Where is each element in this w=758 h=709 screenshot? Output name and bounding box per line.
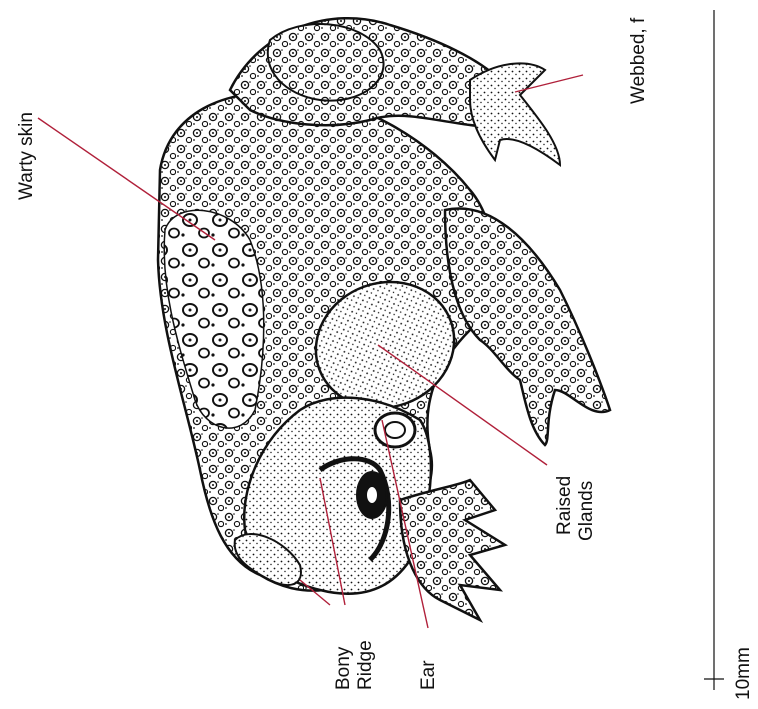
label-raised-glands-line2: Glands [576,481,598,541]
front-foot [400,480,505,620]
label-scale: 10mm [733,647,755,700]
label-bony-ridge-line1: Bony [333,647,355,690]
back-warts [164,210,264,428]
ear-drum [375,413,415,447]
webbed-foot [470,63,560,165]
label-webbed: Webbed, f [628,18,650,104]
label-ear: Ear [418,660,440,690]
label-warty-skin: Warty skin [16,112,38,200]
label-bony-ridge-line2: Ridge [355,640,377,690]
label-raised-glands-line1: Raised [554,476,576,535]
